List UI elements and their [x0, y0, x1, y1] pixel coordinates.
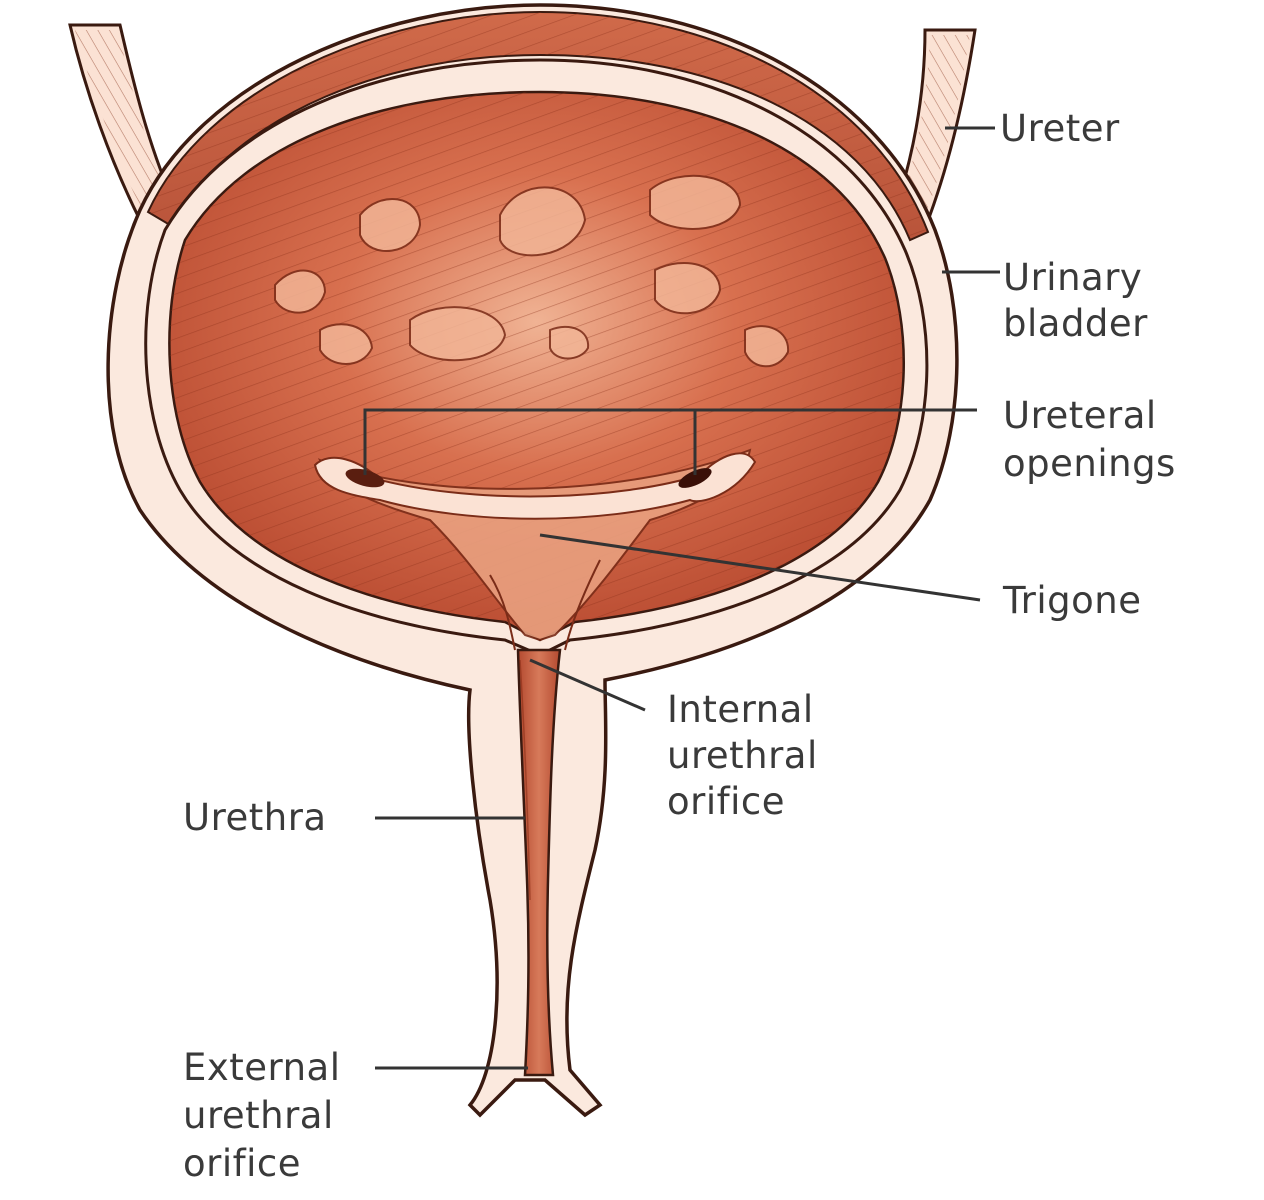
label-ureteral-openings: Ureteral openings	[1003, 394, 1176, 485]
label-ureter: Ureter	[1000, 107, 1120, 150]
left-ureteral-opening	[345, 468, 385, 488]
label-urethra: Urethra	[183, 796, 327, 839]
urinary-bladder	[106, 3, 959, 1118]
label-trigone: Trigone	[1002, 579, 1142, 622]
right-ureteral-opening	[678, 468, 712, 488]
label-internal-urethral-orifice: Internal urethral orifice	[667, 688, 830, 823]
urethra	[516, 648, 562, 1077]
interureteric-ridge	[313, 452, 757, 520]
leader-lines	[363, 126, 1000, 1070]
urethra-lumen	[516, 648, 562, 1077]
rugae-folds	[274, 174, 790, 368]
label-urinary-bladder: Urinary bladder	[1003, 256, 1155, 345]
label-external-urethral-orifice: External urethral orifice	[183, 1046, 353, 1185]
